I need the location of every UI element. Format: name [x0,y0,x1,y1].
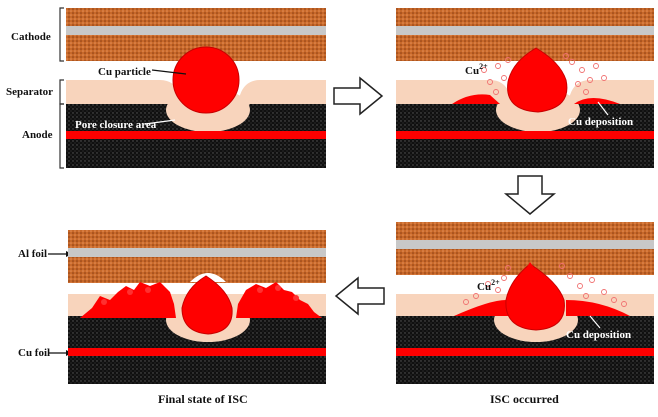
caption-final-state: Final state of ISC [158,392,248,406]
cu-deposit [566,300,630,316]
arrow-down [503,175,557,215]
separator-layer [396,80,654,115]
cathode-label: Cathode [11,31,51,43]
cu-foil-layer [66,131,326,139]
arrow-right [333,76,384,116]
panel-initial: Cu particle Pore closure area [66,8,326,168]
side-labels: Cathode Separator Anode Al foil Cu foil [6,7,72,359]
panel-isc-occurred: Cu2+ Cu deposition [396,222,654,384]
cu-foil-label: Cu foil [18,347,50,359]
cu-particle-dissolving [505,263,565,331]
cu-particle [172,46,240,114]
panel-dissolution: Cu2+ Cu deposition [396,8,654,168]
pore-closure-pointer [144,119,176,125]
al-foil-layer [396,240,654,249]
caption-isc-occurred: ISC occurred [490,392,559,406]
cu-foil-layer [68,348,326,356]
separator-label: Separator [6,86,53,98]
cu-dendrite-left [80,282,176,318]
al-foil-layer [68,248,326,257]
anode-bracket [59,103,64,169]
short-circuit-bridge [522,262,540,276]
pore-closure-label: Pore closure area [75,119,157,131]
arrow-left [334,276,385,316]
cu-ion-cloud [463,263,627,307]
cathode-layer [68,230,326,248]
cu-deposit [574,98,620,104]
cu-dendrite-grains [101,285,299,305]
anode-label: Anode [22,129,53,141]
separator-layer [66,80,326,115]
cu-particle-remnant [181,275,233,335]
cu-deposition-pointer [597,101,609,116]
al-foil-layer [396,26,654,35]
al-foil-layer [66,26,326,35]
separator-bracket [59,79,64,105]
cu-ion-label: Cu2+ [465,62,488,77]
cu-foil-layer [396,348,654,356]
cu-deposit [452,94,500,104]
cu-particle-label: Cu particle [98,66,151,78]
cu-foil-layer [396,131,654,139]
cu-particle-pointer [151,69,187,75]
cu-ion-cloud [481,53,607,95]
cathode-layer [396,222,654,240]
cathode-layer [66,8,326,26]
cu-ion-label: Cu2+ [477,278,500,293]
panel-final-state [68,230,326,384]
cu-deposition-pointer [589,315,601,329]
cu-deposition-label: Cu deposition [566,329,631,341]
cathode-bracket [59,7,64,62]
cu-particle-dissolving [507,47,568,113]
cu-deposition-label: Cu deposition [568,116,633,128]
cathode-layer [396,8,654,26]
al-foil-label: Al foil [18,248,47,260]
cu-deposit [454,300,510,316]
